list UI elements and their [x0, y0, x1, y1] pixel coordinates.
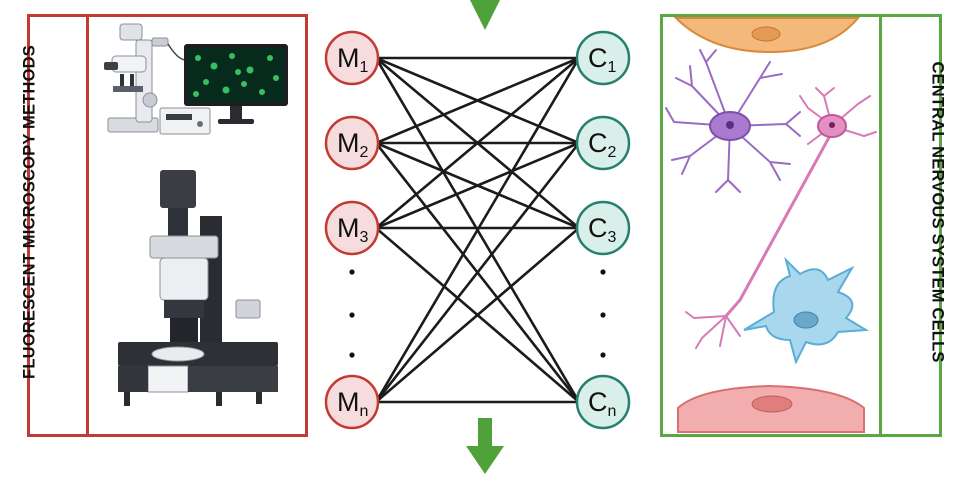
- method-node-label: Mn: [337, 387, 368, 420]
- cns-label-strip: [879, 17, 939, 434]
- cell-node-circle: [575, 200, 631, 256]
- method-node-label: M1: [337, 43, 369, 76]
- cell-node-circle: [575, 115, 631, 171]
- cell-node: Cn: [575, 374, 631, 430]
- cell-node: C2: [575, 115, 631, 171]
- bottom-arrow: [466, 418, 504, 474]
- cell-node: C1: [575, 30, 631, 86]
- cell-node-circle: [575, 374, 631, 430]
- astrocyte-icon: [665, 49, 801, 193]
- ellipsis-dot: [600, 312, 606, 318]
- neuron-icon: [685, 87, 877, 349]
- glial-cell-icon: [743, 256, 870, 365]
- connection-line: [375, 141, 580, 230]
- method-node-circle: [324, 200, 380, 256]
- cns-cells-panel: [660, 14, 942, 437]
- connection-line: [374, 57, 581, 403]
- connection-line: [375, 227, 580, 403]
- method-node: M2: [324, 115, 380, 171]
- connection-lines: [374, 56, 581, 404]
- ellipsis-dot: [349, 312, 355, 318]
- fluorescence-microscope-workstation-icon: [104, 23, 288, 135]
- ellipsis-dot: [600, 352, 606, 358]
- cell-node-circle: [575, 30, 631, 86]
- connection-line: [374, 142, 581, 403]
- method-node-circle: [324, 115, 380, 171]
- cell-node: C3: [575, 200, 631, 256]
- method-node-circle: [324, 374, 380, 430]
- ependymal-cell-icon: [677, 384, 865, 433]
- endothelial-cell-icon: [673, 17, 861, 54]
- cell-node-label: C1: [588, 43, 617, 76]
- method-node: M1: [324, 30, 380, 86]
- method-node: Mn: [324, 374, 380, 430]
- method-node-circle: [324, 30, 380, 86]
- ellipsis-dot: [349, 352, 355, 358]
- ellipsis-dot: [600, 269, 606, 275]
- connection-line: [375, 56, 580, 145]
- method-node-label: M2: [337, 128, 369, 161]
- cell-node-label: C2: [588, 128, 617, 161]
- inverted-microscope-icon: [118, 170, 278, 406]
- connection-line: [375, 57, 580, 229]
- ellipsis-dot: [349, 269, 355, 275]
- cell-node-label: Cn: [588, 387, 616, 420]
- method-node-label: M3: [337, 213, 369, 246]
- cell-node-label: C3: [588, 213, 617, 246]
- top-arrow: [470, 0, 500, 30]
- method-node: M3: [324, 200, 380, 256]
- microscopy-label-strip: [30, 17, 89, 434]
- ellipsis-dots: [349, 269, 606, 358]
